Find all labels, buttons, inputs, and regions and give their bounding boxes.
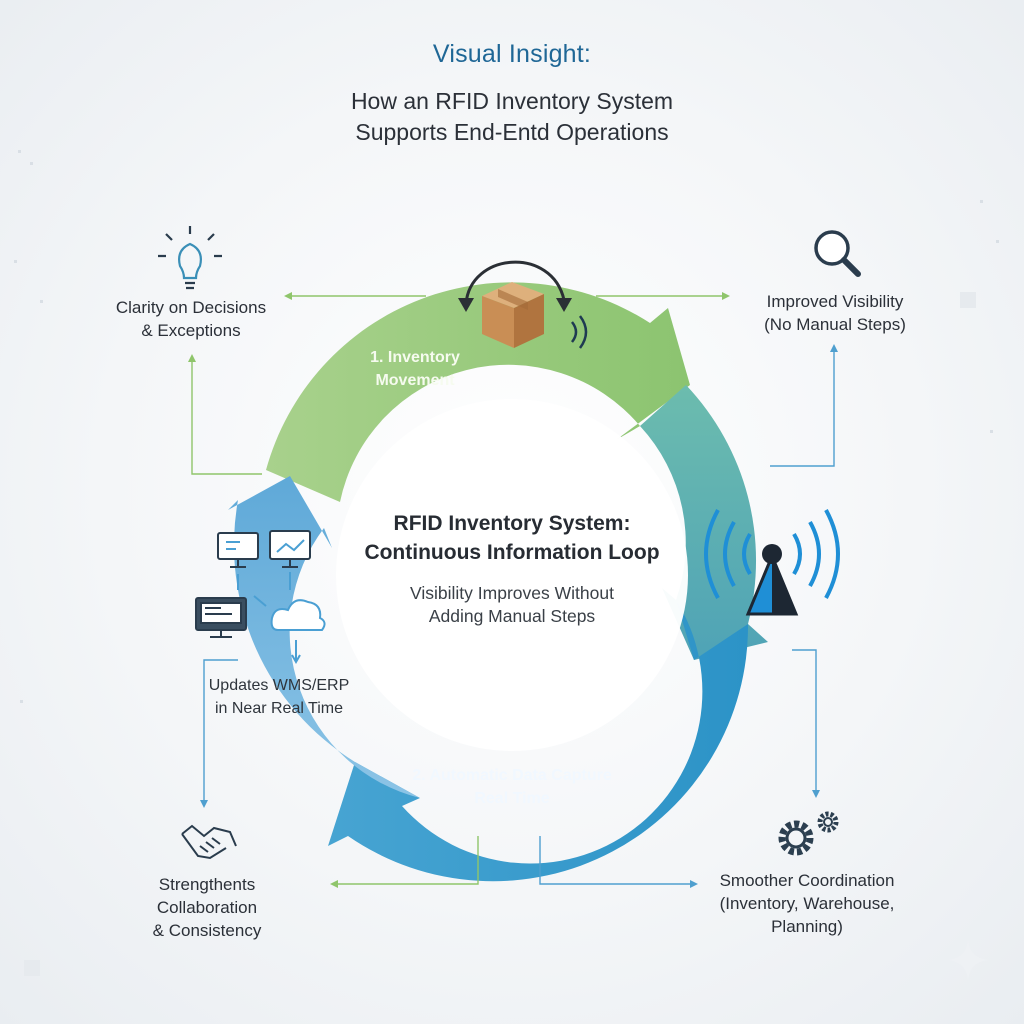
feature-coordination-line-3: Planning) (771, 917, 843, 936)
magnifier-icon (814, 230, 861, 277)
gears-icon (778, 811, 839, 856)
background-dots (14, 150, 999, 976)
feature-visibility-line-2: (No Manual Steps) (764, 315, 906, 334)
feature-coordination-line-2: (Inventory, Warehouse, (719, 894, 895, 913)
diagram-title: Visual Insight: (432, 40, 592, 68)
monitor-icon-2 (269, 530, 311, 568)
stage-data-capture-label: 2. Automatic Data Capture Real Time (362, 764, 662, 810)
center-title: RFID Inventory System: Continuous Inform… (312, 509, 712, 567)
feature-collaboration-line-3: & Consistency (152, 921, 262, 940)
box-icon (458, 260, 588, 349)
diagram-subtitle: How an RFID Inventory System Supports En… (0, 86, 1024, 148)
stage-wms-line-1: Updates WMS/ERP (208, 677, 350, 694)
stage-wms-erp-label: Updates WMS/ERP in Near Real Time (186, 674, 372, 720)
stage-inventory-line-2: Movement (375, 372, 455, 389)
feature-coordination-line-1: Smoother Coordination (719, 871, 895, 890)
feature-coordination: Smoother Coordination (Inventory, Wareho… (690, 869, 924, 938)
connector-arrowheads (188, 292, 838, 888)
monitor-icon-1 (217, 532, 259, 568)
feature-clarity: Clarity on Decisions & Exceptions (96, 296, 286, 342)
feature-visibility-line-1: Improved Visibility (766, 292, 904, 311)
stage-capture-line-2: Real Time (474, 790, 550, 807)
feature-visibility: Improved Visibility (No Manual Steps) (740, 290, 930, 336)
handshake-icon (181, 824, 237, 860)
center-title-line-2: Continuous Information Loop (364, 541, 660, 564)
center-disk (336, 399, 688, 751)
stage-capture-line-1: 2. Automatic Data Capture (412, 767, 612, 784)
cloud-icon (270, 599, 326, 631)
feature-collaboration-line-2: Collaboration (156, 898, 258, 917)
subtitle-line-1: How an RFID Inventory System (350, 88, 674, 114)
feature-clarity-line-1: Clarity on Decisions (115, 298, 267, 317)
center-title-line-1: RFID Inventory System: (393, 512, 631, 535)
stage-wms-line-2: in Near Real Time (214, 700, 344, 717)
subtitle-line-2: Supports End-Entd Operations (355, 119, 669, 145)
stage-inventory-movement-label: 1. Inventory Movement (330, 346, 500, 392)
stage-inventory-line-1: 1. Inventory (370, 349, 460, 366)
feature-clarity-line-2: & Exceptions (141, 321, 241, 340)
rfid-reader-icon (704, 509, 840, 616)
center-subtitle-line-1: Visibility Improves Without (410, 583, 614, 603)
lightbulb-icon (158, 226, 222, 290)
feature-collaboration-line-1: Strengthents (158, 875, 256, 894)
monitor-icon-3 (195, 597, 247, 638)
connector-lines (191, 295, 835, 885)
arc-inventory-movement (266, 282, 690, 502)
center-subtitle: Visibility Improves Without Adding Manua… (332, 582, 692, 628)
arc-rfid-reader (640, 385, 768, 660)
systems-cluster-icon (195, 530, 326, 665)
feature-collaboration: Strengthents Collaboration & Consistency (122, 873, 292, 942)
sparkle-icon (948, 940, 988, 980)
center-subtitle-line-2: Adding Manual Steps (428, 606, 596, 626)
